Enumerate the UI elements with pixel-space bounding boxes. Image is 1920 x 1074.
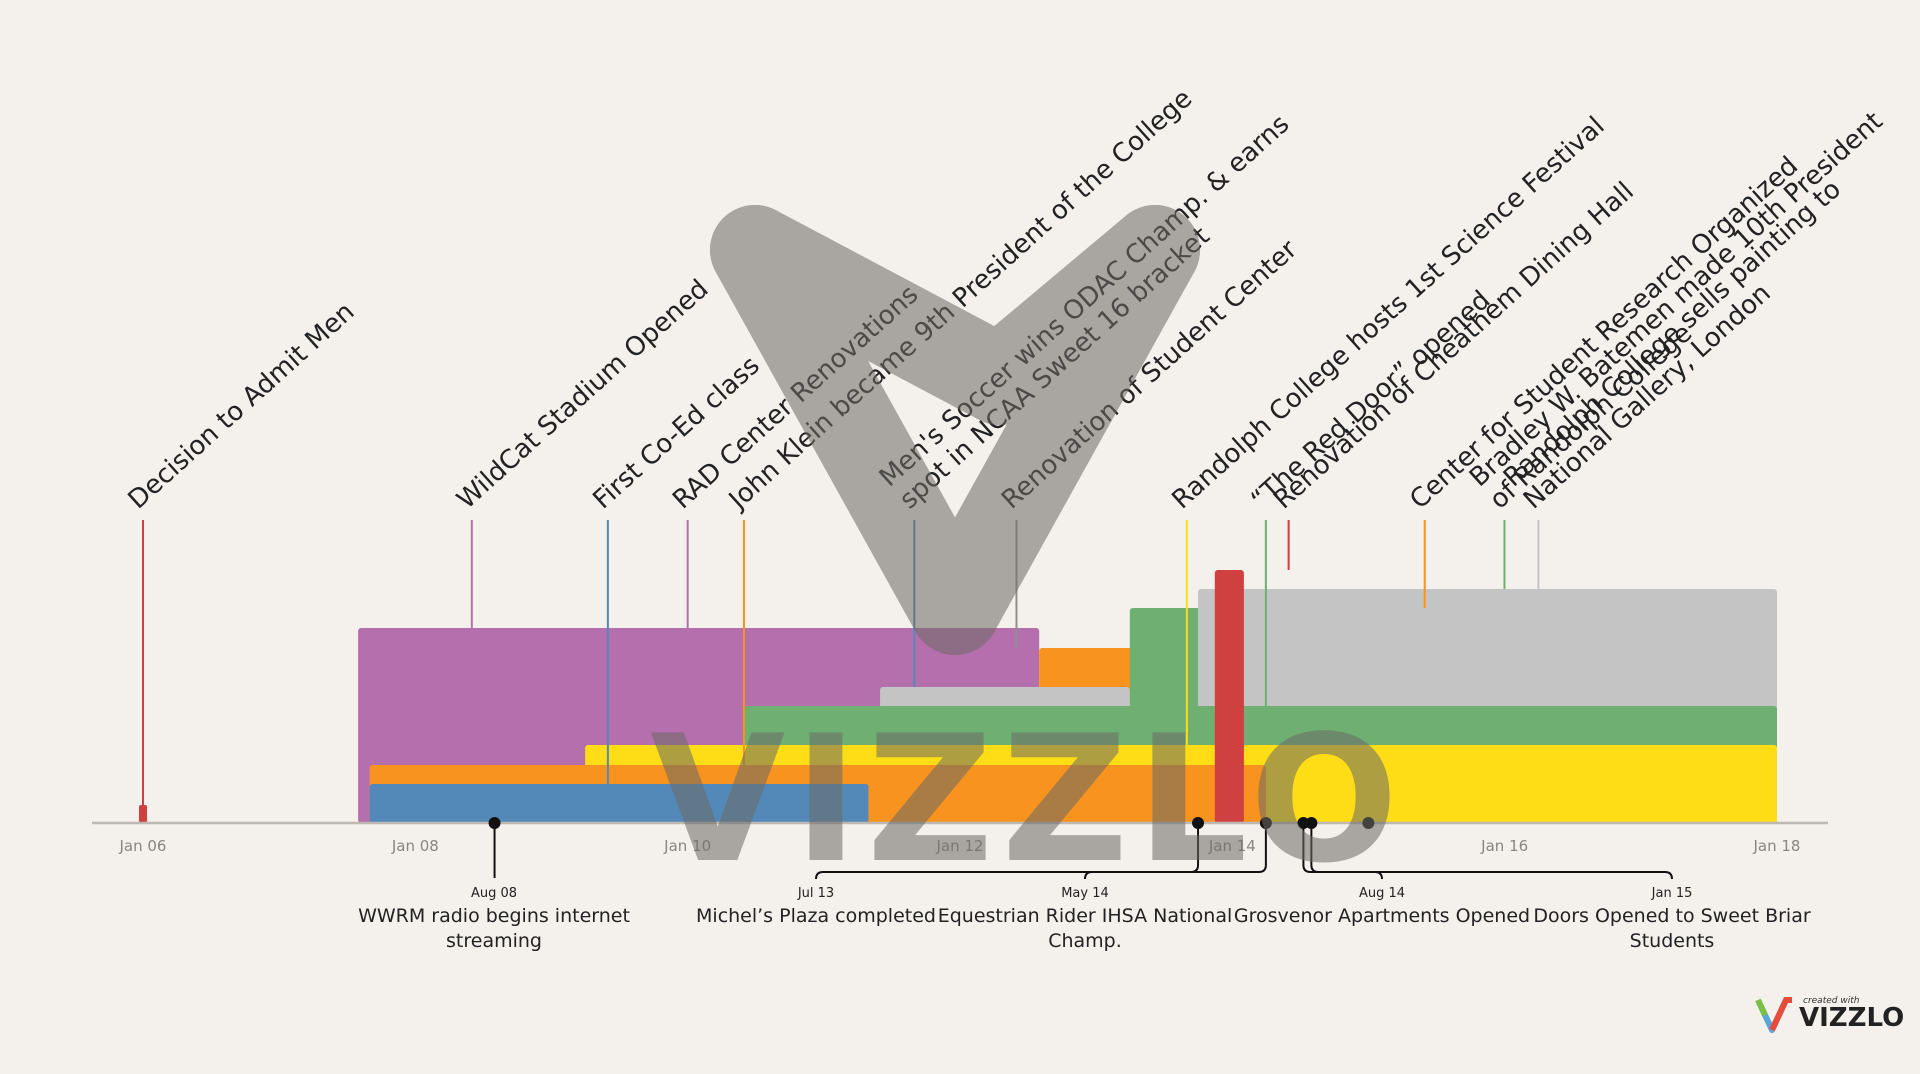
event-label-line: WildCat Stadium Opened xyxy=(451,274,714,515)
tick-label: Jan 08 xyxy=(391,837,439,855)
branding-brand: VIZZLO xyxy=(1799,1003,1904,1033)
timeline-bar xyxy=(1214,570,1244,823)
watermark-text: VIZZLO xyxy=(650,699,1406,902)
tick-label: Jan 10 xyxy=(663,837,711,855)
bottom-event-label: WWRM radio begins internet xyxy=(358,905,630,927)
bottom-bracket xyxy=(815,823,1200,880)
vizzlo-branding: created with VIZZLO xyxy=(1755,996,1904,1033)
start-marker xyxy=(139,805,147,823)
bottom-event-label: Students xyxy=(1630,930,1715,952)
event-label-line: Randolph College sells painting to xyxy=(1498,174,1847,493)
watermark: VIZZLO xyxy=(650,205,1406,902)
tick-labels: Jan 06 Jan 08 Jan 10 Jan 12 Jan 14 Jan 16 Jan … xyxy=(119,837,1801,855)
bottom-event-date: Aug 14 xyxy=(1359,886,1405,901)
tick-label: Jan 06 xyxy=(119,837,167,855)
branding-created: created with xyxy=(1803,996,1860,1006)
bottom-event-label: Doors Opened to Sweet Briar xyxy=(1533,905,1811,927)
tick-label: Jan 16 xyxy=(1480,837,1528,855)
bottom-event-dot xyxy=(1362,817,1375,829)
bottom-bracket xyxy=(1084,823,1267,880)
event-label-line: Decision to Admit Men xyxy=(123,297,361,515)
bottom-event-dot xyxy=(1297,817,1310,829)
bottom-event-label: Michel’s Plaza completed xyxy=(696,905,936,927)
tick-label: Jan 12 xyxy=(936,837,984,855)
bottom-event-label: Equestrian Rider IHSA National xyxy=(938,905,1233,927)
bottom-event-label: streaming xyxy=(446,930,542,952)
bottom-event-label: Grosvenor Apartments Opened xyxy=(1234,905,1530,927)
tick-label: Jan 18 xyxy=(1753,837,1801,855)
bottom-event-label: Champ. xyxy=(1048,930,1122,952)
bottom-event-date: Aug 08 xyxy=(471,886,517,901)
timeline-bar xyxy=(369,784,869,823)
event-label: Decision to Admit Men xyxy=(123,297,361,515)
bottom-event-date: Jul 13 xyxy=(797,886,834,901)
bottom-event-date: Jan 15 xyxy=(1651,886,1693,901)
tick-label: Jan 14 xyxy=(1208,837,1256,855)
bars-layer xyxy=(139,570,1778,823)
bottom-bracket xyxy=(1302,823,1673,880)
bottom-event-date: May 14 xyxy=(1061,886,1109,901)
event-label: WildCat Stadium Opened xyxy=(451,274,714,515)
event-label: Randolph College sells painting toNation… xyxy=(1498,174,1847,515)
bottom-events: Aug 08 WWRM radio begins internet streamin… xyxy=(358,817,1811,952)
